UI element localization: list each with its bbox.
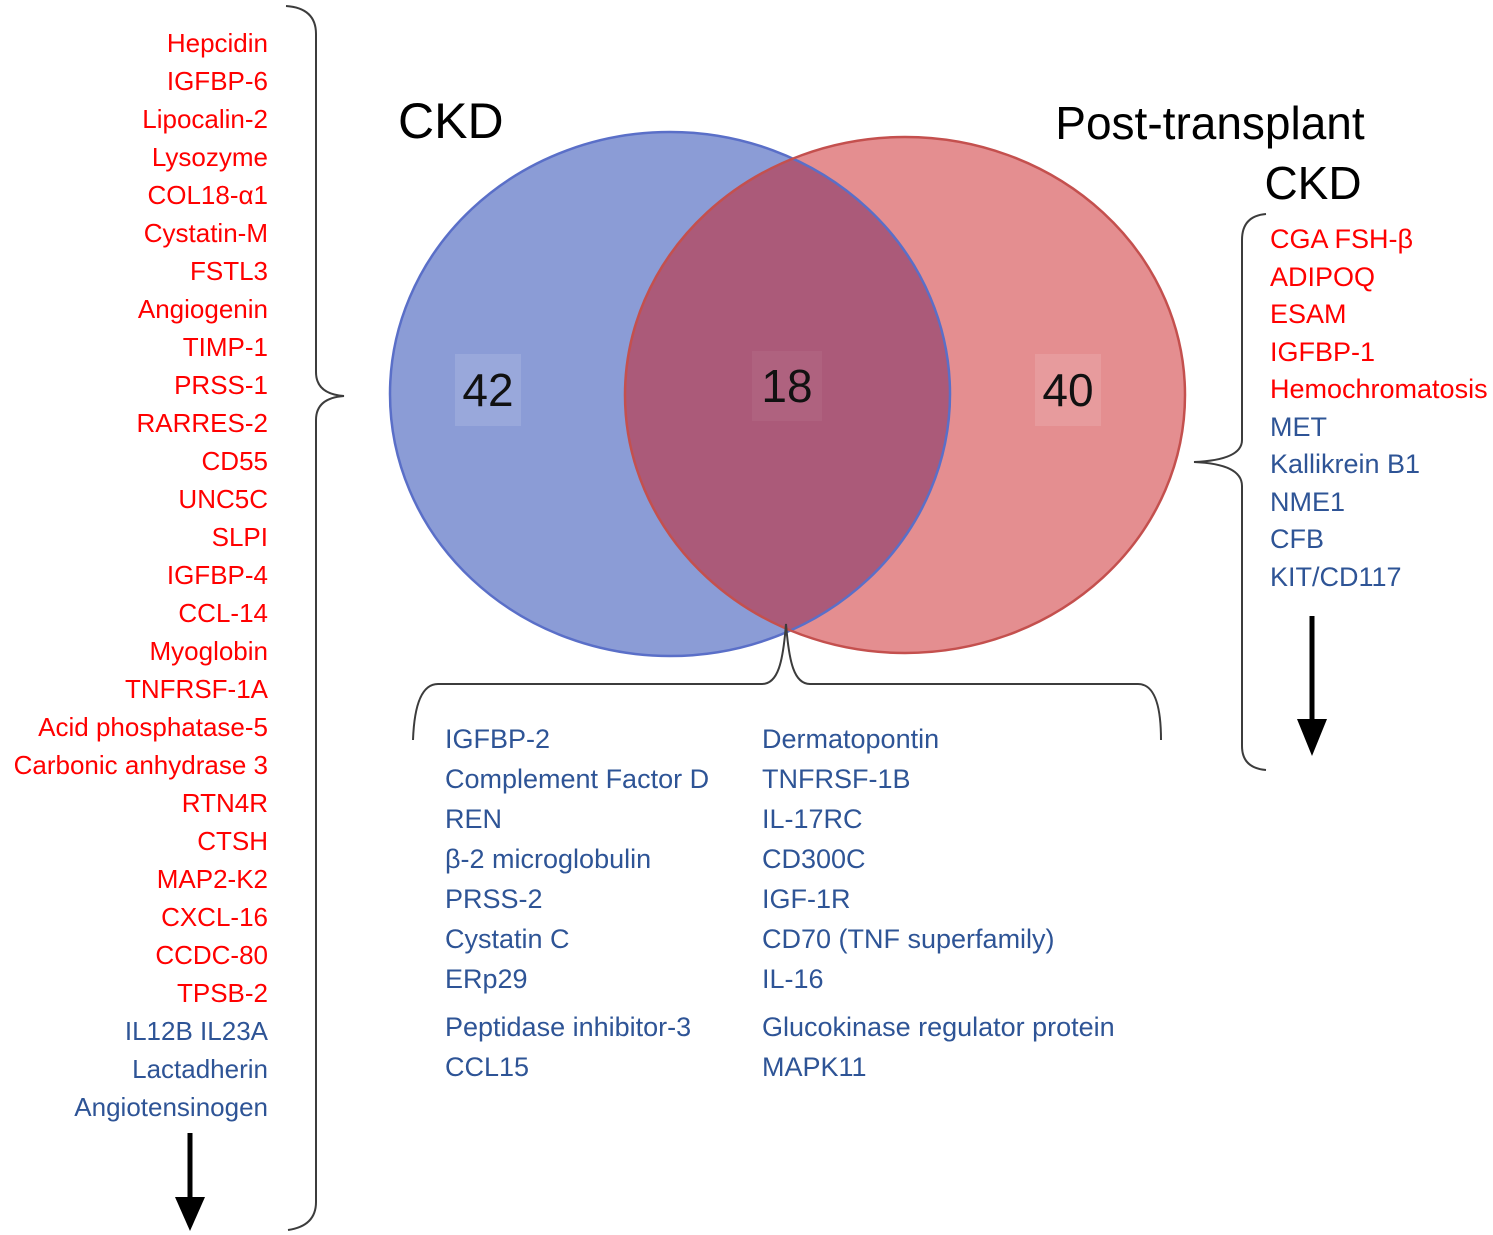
left-down-arrow xyxy=(175,1133,205,1231)
list-item: TNFRSF-1A xyxy=(125,674,268,704)
list-item: MET xyxy=(1270,411,1327,442)
list-item: IL-16 xyxy=(762,964,824,994)
list-item: CCL-14 xyxy=(178,598,268,628)
list-item: REN xyxy=(445,804,503,834)
list-item: CXCL-16 xyxy=(161,902,268,932)
list-item: CTSH xyxy=(197,826,268,856)
list-item: MAPK11 xyxy=(762,1052,867,1082)
list-item: β-2 microglobulin xyxy=(445,844,652,874)
list-item: IL-17RC xyxy=(762,804,863,834)
list-item: ADIPOQ xyxy=(1270,261,1376,292)
overlap-count: 18 xyxy=(752,351,822,421)
list-item: IGFBP-6 xyxy=(166,66,268,96)
list-item: CFB xyxy=(1270,524,1324,554)
list-item: SLPI xyxy=(211,522,268,552)
list-item: PRSS-1 xyxy=(174,370,268,400)
ckd-count: 42 xyxy=(455,354,521,426)
list-item: TPSB-2 xyxy=(176,978,268,1008)
list-item: RARRES-2 xyxy=(136,408,268,438)
list-item: PRSS-2 xyxy=(445,884,543,914)
list-item: MAP2-K2 xyxy=(156,864,268,894)
list-item: IGFBP-2 xyxy=(445,724,551,754)
overlap-region xyxy=(625,137,950,653)
list-item: Lipocalin-2 xyxy=(142,104,268,134)
list-item: Lysozyme xyxy=(151,142,268,172)
ckd-circle-outline xyxy=(388,130,952,658)
list-item: Lactadherin xyxy=(132,1054,268,1084)
list-item: CD300C xyxy=(762,844,866,874)
list-item: Angiotensinogen xyxy=(74,1092,268,1122)
list-item: Glucokinase regulator protein xyxy=(762,1012,1115,1042)
post-transplant-title-line2: CKD xyxy=(1264,157,1362,209)
list-item: CCDC-80 xyxy=(155,940,268,970)
list-item: FSTL3 xyxy=(189,256,268,286)
list-item: Myoglobin xyxy=(149,636,268,666)
list-item: Kallikrein B1 xyxy=(1270,449,1421,479)
list-item: Peptidase inhibitor-3 xyxy=(445,1012,692,1042)
list-item: CD55 xyxy=(201,446,268,476)
list-item: CCL15 xyxy=(445,1052,530,1082)
list-item: IGFBP-1 xyxy=(1270,336,1376,367)
list-item: TNFRSF-1B xyxy=(762,764,911,794)
list-item: UNC5C xyxy=(178,484,268,514)
list-item: KIT/CD117 xyxy=(1270,561,1402,592)
list-item: CD70 (TNF superfamily) xyxy=(762,924,1055,954)
list-item: Cystatin-M xyxy=(143,218,268,248)
right-down-arrow xyxy=(1297,616,1327,756)
list-item: Carbonic anhydrase 3 xyxy=(13,750,268,780)
list-item: Hemochromatosis xyxy=(1270,374,1488,404)
list-item: IGF-1R xyxy=(762,884,851,914)
ckd-title: CKD xyxy=(398,93,504,149)
list-item: CGA FSH-β xyxy=(1270,224,1414,254)
left-brace xyxy=(285,5,345,1231)
list-item: Hepcidin xyxy=(166,28,268,58)
post-transplant-title-line1: Post-transplant xyxy=(1055,97,1365,149)
list-item: Angiogenin xyxy=(137,294,268,324)
right-brace xyxy=(1193,213,1267,771)
list-item: Acid phosphatase-5 xyxy=(38,712,268,742)
list-item: IGFBP-4 xyxy=(166,560,268,590)
post-transplant-circle-outline xyxy=(623,135,1187,655)
list-item: ERp29 xyxy=(445,964,528,994)
list-item: COL18-α1 xyxy=(147,180,268,210)
post-transplant-count: 40 xyxy=(1035,354,1101,426)
list-item: IL12B IL23A xyxy=(124,1016,268,1046)
list-item: NME1 xyxy=(1270,486,1346,517)
list-item: Cystatin C xyxy=(445,924,570,954)
list-item: Complement Factor D xyxy=(445,764,710,794)
list-item: Dermatopontin xyxy=(762,724,940,754)
list-item: TIMP-1 xyxy=(182,332,268,362)
bottom-brace xyxy=(412,623,1162,741)
list-item: ESAM xyxy=(1270,299,1347,329)
list-item: RTN4R xyxy=(181,788,268,818)
